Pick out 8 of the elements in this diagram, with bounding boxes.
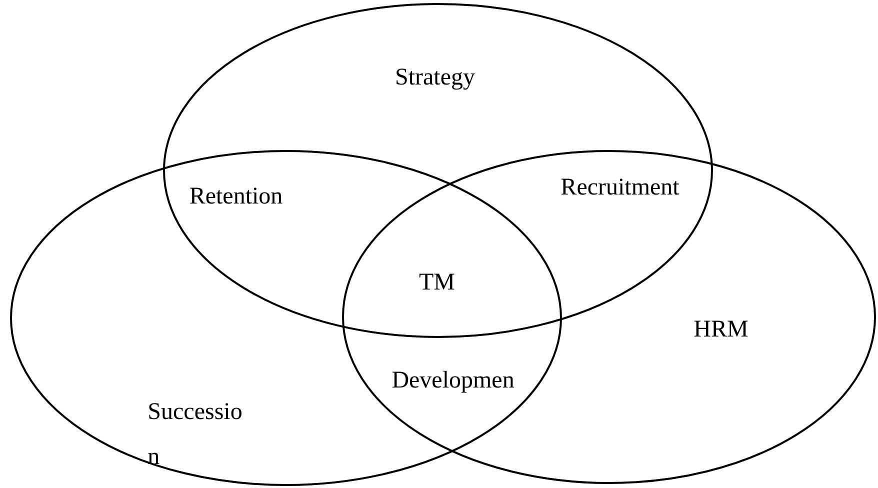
set-label: Strategy <box>395 64 475 92</box>
overlap-label: Recruitment <box>560 174 680 202</box>
set-label: HRM <box>694 316 748 344</box>
overlap-label: Retention <box>189 182 283 212</box>
venn-ellipse <box>10 150 562 486</box>
overlap-label: Developmen <box>392 366 514 396</box>
overlap-label: TM <box>419 268 455 298</box>
venn-ellipse <box>342 150 876 484</box>
